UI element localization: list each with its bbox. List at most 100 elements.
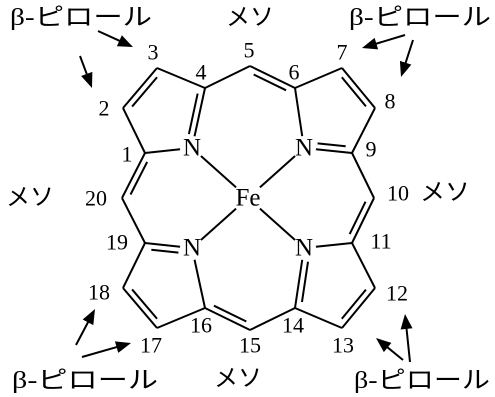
bond-c6-c7	[294, 67, 343, 89]
beta-pyrrole-label-bottom-right: β-ピロール	[354, 368, 490, 394]
locant-13: 13	[332, 333, 354, 358]
bond-c14-n24-double-inner	[300, 261, 309, 303]
bond-c9-n22-double-inner	[317, 142, 346, 148]
locant-19: 19	[106, 230, 128, 255]
locant-18: 18	[88, 280, 110, 305]
arrow-to-locant-7-head	[362, 37, 379, 50]
bond-c2-c3	[122, 67, 158, 109]
bond-fe-n23	[200, 207, 237, 241]
bond-c14-c15	[249, 307, 296, 331]
atom-labels: Fe N N N N	[183, 135, 313, 262]
bond-c19-c20	[121, 197, 146, 244]
bond-c10-c11-double-inner	[348, 201, 367, 235]
locant-14: 14	[282, 313, 304, 338]
bond-n21-c1	[144, 148, 181, 154]
bond-fe-n22	[259, 155, 296, 189]
atom-n-bottom-left: N	[183, 235, 201, 262]
locant-16: 16	[190, 313, 212, 338]
bond-c7-c8	[341, 67, 376, 109]
arrow-to-locant-17-shaft	[81, 345, 119, 358]
bond-c4-c5	[204, 65, 251, 89]
meso-label-right: メソ	[420, 180, 470, 206]
locant-20: 20	[85, 186, 107, 211]
arrow-to-locant-8-shaft	[404, 39, 414, 65]
bond-c14-n24	[294, 259, 304, 309]
bond-c7-c8-double-inner	[341, 76, 367, 108]
beta-pyrrole-label-bottom-left: β-ピロール	[12, 368, 158, 394]
bond-n22-c6	[294, 87, 304, 137]
locant-4: 4	[196, 60, 207, 85]
bond-c16-c17	[156, 307, 206, 329]
atom-n-top-left: N	[183, 135, 201, 162]
arrow-to-locant-13-head	[376, 338, 392, 353]
arrow-to-locant-8	[399, 39, 414, 77]
bond-c4-n21	[193, 87, 206, 137]
arrow-to-locant-17-head	[114, 341, 131, 353]
arrow-to-locant-18	[75, 309, 95, 346]
bond-c9-c10	[351, 152, 375, 199]
bond-c17-c18	[122, 287, 158, 329]
atom-n-top-right: N	[295, 135, 313, 162]
arrow-to-locant-8-head	[399, 60, 412, 77]
arrow-to-locant-7-shaft	[374, 34, 406, 46]
locant-11: 11	[370, 229, 391, 254]
locant-1: 1	[122, 142, 133, 167]
bond-c17-c18-double-inner	[131, 288, 158, 320]
arrow-to-locant-18-shaft	[75, 320, 90, 346]
arrow-to-locant-12-shaft	[405, 326, 411, 363]
bond-c5-c6	[249, 65, 296, 89]
arrow-to-locant-2	[79, 55, 93, 88]
arrow-to-locant-2-head	[81, 71, 93, 88]
arrow-to-locant-12	[400, 314, 413, 363]
bond-c11-c12	[351, 242, 376, 289]
bond-c13-c14	[294, 307, 343, 329]
bond-c4-n21-double-inner	[187, 93, 199, 135]
meso-label-bottom: メソ	[214, 366, 262, 392]
bond-n24-c11	[315, 242, 353, 248]
beta-pyrrole-label-top-left: β-ピロール	[10, 5, 152, 31]
bond-c12-c13-double-inner	[341, 288, 367, 320]
beta-pyrrole-label-top-right: β-ピロール	[349, 5, 491, 31]
bond-c15-c16-double-inner	[213, 304, 247, 323]
locant-7: 7	[337, 40, 348, 65]
arrow-to-locant-3	[97, 30, 133, 47]
bond-c5-c6-double-inner	[253, 73, 287, 92]
bond-fe-n21	[200, 155, 237, 189]
arrow-to-locant-17	[81, 341, 131, 358]
locant-17: 17	[140, 333, 162, 358]
arrow-to-locant-13-shaft	[385, 345, 404, 361]
bond-c19-n23-double-inner	[151, 248, 179, 254]
bond-c9-n22	[315, 148, 353, 154]
bond-c20-c1-double-inner	[129, 161, 149, 195]
locant-10: 10	[387, 181, 409, 206]
atom-n-bottom-right: N	[295, 235, 313, 262]
locant-2: 2	[99, 96, 110, 121]
locant-15: 15	[239, 333, 261, 358]
bond-c12-c13	[341, 287, 376, 329]
arrow-to-locant-7	[362, 34, 406, 50]
arrow-layer	[75, 30, 414, 363]
locant-5: 5	[244, 38, 255, 63]
bond-c10-c11	[351, 197, 375, 244]
bond-c20-c1	[121, 152, 146, 199]
bond-c1-c2	[122, 107, 146, 154]
bond-fe-n24	[259, 207, 296, 241]
arrow-to-locant-3-head	[116, 35, 133, 47]
bond-c3-c4	[156, 67, 206, 89]
locant-9: 9	[366, 137, 377, 162]
arrow-to-locant-12-head	[400, 314, 413, 330]
atom-fe: Fe	[236, 185, 261, 212]
locant-8: 8	[385, 89, 396, 114]
meso-labels: メソ メソ メソ メソ	[6, 5, 470, 392]
arrow-to-locant-18-head	[82, 309, 95, 326]
locant-3: 3	[148, 40, 159, 65]
locant-labels: 1 2 3 4 5 6 7 8 9 10 11 12 13 14 15 16 1…	[85, 38, 409, 358]
bond-c8-c9	[351, 107, 376, 154]
locant-12: 12	[386, 281, 408, 306]
meso-label-top: メソ	[226, 5, 274, 31]
bond-n23-c16	[193, 259, 206, 309]
arrow-to-locant-13	[376, 338, 404, 361]
beta-pyrrole-labels: β-ピロール β-ピロール β-ピロール β-ピロール	[10, 5, 491, 394]
bond-c15-c16	[204, 307, 251, 331]
